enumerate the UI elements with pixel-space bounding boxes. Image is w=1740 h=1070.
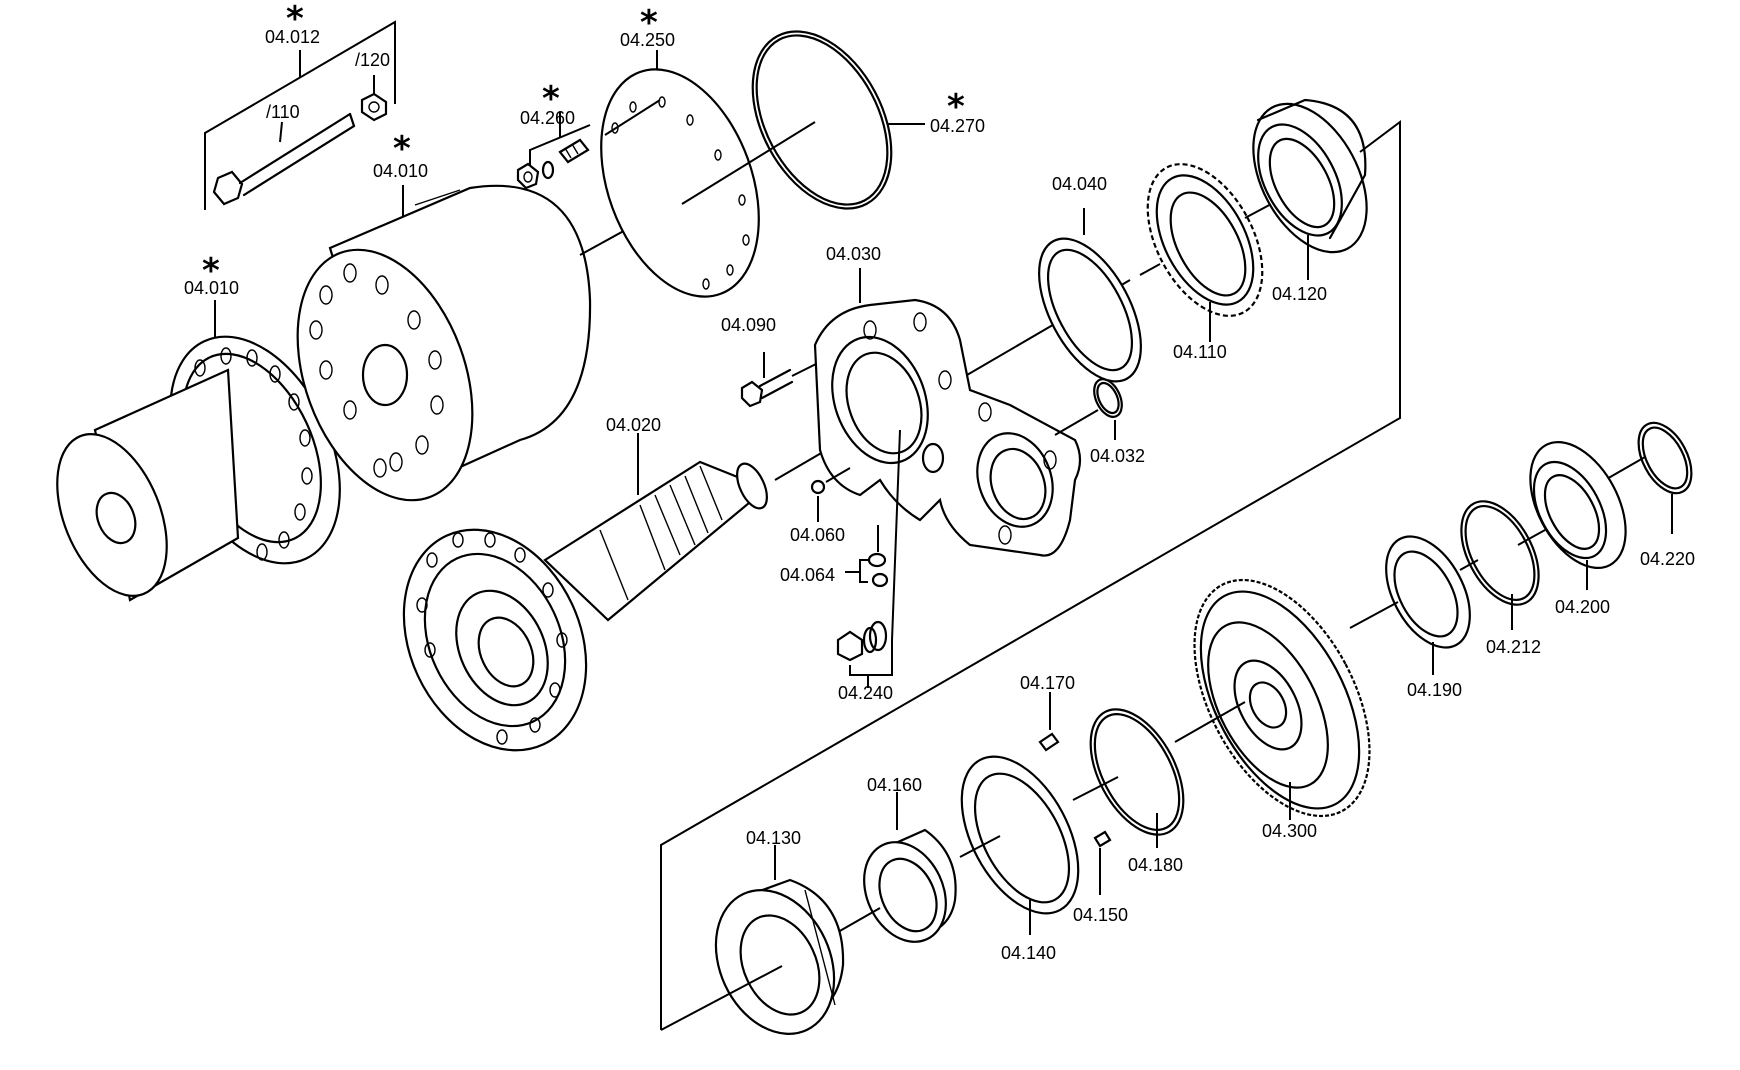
star-04-012: * (286, 0, 304, 39)
star-04-270: * (947, 87, 965, 127)
label-04-220: 04.220 (1640, 549, 1695, 569)
seal-04-130 (660, 845, 845, 1035)
star-04-260: * (542, 79, 560, 119)
label-04-090: 04.090 (721, 315, 776, 335)
label-04-270: 04.270 (930, 116, 985, 136)
label-04-012: 04.012 (265, 27, 320, 47)
star-04-250: * (640, 3, 658, 43)
bracket-line (660, 120, 1401, 1030)
label-04-300: 04.300 (1262, 821, 1317, 841)
snap-ring-04-032 (1093, 378, 1123, 440)
label-04-010-b: 04.010 (373, 161, 428, 181)
pin-04-150 (1093, 830, 1112, 895)
label-04-040: 04.040 (1052, 174, 1107, 194)
pin-04-170 (1038, 692, 1060, 752)
fitting-04-240 (836, 429, 901, 688)
shim-04-212 (1459, 500, 1540, 630)
label-04-060: 04.060 (790, 525, 845, 545)
ring-gear-04-110 (1146, 163, 1276, 342)
hub-04-010-left (56, 300, 341, 602)
label-04-120: 04.120 (1272, 284, 1327, 304)
label-04-160: 04.160 (867, 775, 922, 795)
shim-04-180 (1072, 708, 1185, 848)
label-04-200: 04.200 (1555, 597, 1610, 617)
snap-ring-04-220 (1604, 421, 1693, 534)
star-04-010-a: * (202, 251, 220, 291)
label-04-212: 04.212 (1486, 637, 1541, 657)
label-04-064: 04.064 (780, 565, 835, 585)
plate-04-140 (959, 755, 1080, 935)
label-04-110: 04.110 (1173, 342, 1227, 362)
star-04-010-b: * (393, 129, 411, 169)
bush-04-160 (837, 792, 957, 943)
spindle-04-020 (402, 409, 896, 752)
gear-04-300 (1174, 578, 1371, 820)
label-04-240: 04.240 (838, 683, 893, 703)
label-04-180: 04.180 (1128, 855, 1183, 875)
bolt-group-04-012 (204, 20, 396, 210)
label-04-190: 04.190 (1407, 680, 1462, 700)
label-04-140: 04.140 (1001, 943, 1056, 963)
label-04-032: 04.032 (1090, 446, 1145, 466)
screw-04-260 (516, 112, 591, 190)
plug-04-060 (810, 467, 851, 522)
bolt-04-090 (740, 352, 821, 408)
label-04-170: 04.170 (1020, 673, 1075, 693)
label-04-150: 04.150 (1073, 905, 1128, 925)
label-04-030: 04.030 (826, 244, 881, 264)
o-ring-04-270 (751, 30, 925, 210)
carrier-04-030 (813, 268, 1131, 557)
bearing-04-200 (1517, 440, 1627, 590)
label-120: /120 (355, 50, 390, 70)
seal-04-040 (1038, 208, 1161, 383)
label-04-020: 04.020 (606, 415, 661, 435)
label-04-250: 04.250 (620, 30, 675, 50)
bearing-04-120 (1252, 98, 1368, 280)
label-04-130: 04.130 (746, 828, 801, 848)
seal-04-064 (845, 525, 889, 588)
seal-04-190 (1349, 535, 1471, 675)
label-04-260: 04.260 (520, 108, 575, 128)
label-04-010-a: 04.010 (184, 278, 239, 298)
label-110: /110 (266, 102, 300, 122)
cover-plate-04-250 (600, 50, 816, 298)
housing-04-010 (296, 184, 681, 502)
